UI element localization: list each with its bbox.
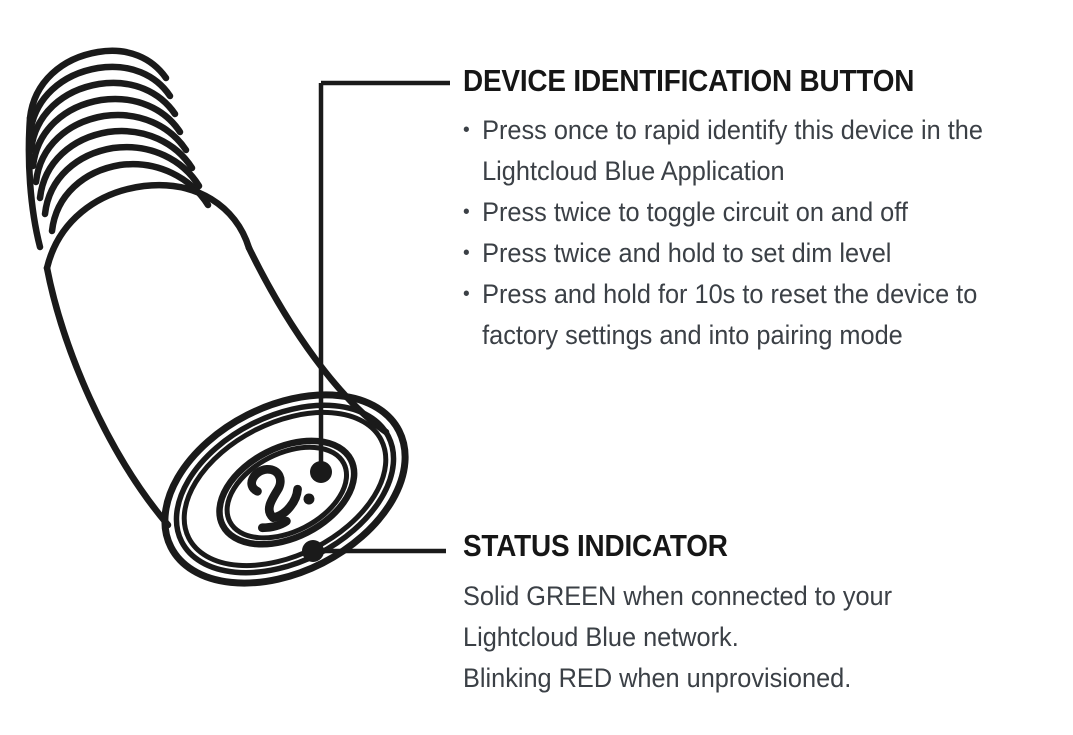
manufacturer-logo-dot: [303, 493, 315, 505]
list-item: Press twice to toggle circuit on and off: [463, 192, 1055, 233]
identification-button-dot[interactable]: [310, 461, 332, 483]
status-line: Lightcloud Blue network.: [463, 622, 739, 652]
end-cap: [161, 391, 409, 587]
callout-body-device-identification-button: Press once to rapid identify this device…: [463, 110, 1055, 356]
status-line: Blinking RED when unprovisioned.: [463, 663, 852, 693]
device-illustration: [25, 47, 450, 587]
list-item: Press and hold for 10s to reset the devi…: [463, 274, 1055, 356]
callout-title-device-identification-button: DEVICE IDENTIFICATION BUTTON: [463, 63, 915, 98]
device-body-outline: [43, 181, 390, 529]
end-cap-inner-ring-1: [216, 437, 358, 548]
callout-status-indicator: STATUS INDICATOR Solid GREEN when connec…: [463, 529, 1063, 699]
list-item: Press twice and hold to set dim level: [463, 233, 1055, 274]
leader-line-identification-button: [318, 80, 450, 468]
identification-button-bullet-list: Press once to rapid identify this device…: [463, 110, 1055, 356]
status-indicator-dot[interactable]: [302, 540, 324, 562]
list-item: Press once to rapid identify this device…: [463, 110, 1055, 192]
threaded-base-icon: [26, 47, 212, 235]
end-cap-inner-ring-2: [224, 444, 350, 541]
manufacturer-logo-icon: [247, 464, 302, 533]
callout-title-status-indicator: STATUS INDICATOR: [463, 528, 728, 563]
callout-device-identification-button: DEVICE IDENTIFICATION BUTTON Press once …: [463, 64, 1073, 356]
end-cap-outer-rim: [161, 391, 409, 587]
thread-left-flank: [25, 114, 44, 251]
status-line: Solid GREEN when connected to your: [463, 581, 893, 611]
callout-body-status-indicator: Solid GREEN when connected to your Light…: [463, 576, 1036, 699]
